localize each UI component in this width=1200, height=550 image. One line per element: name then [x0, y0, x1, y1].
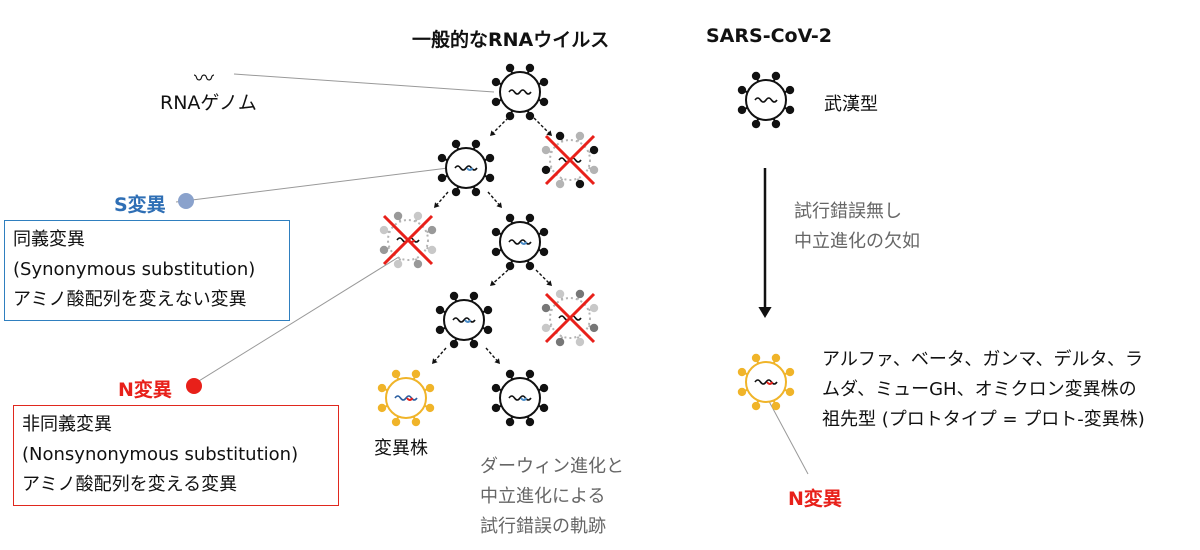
elimination-crosses: [382, 134, 596, 344]
left-title: 一般的なRNAウイルス: [412, 29, 610, 51]
synonymous-box: 同義変異 (Synonymous substitution) アミノ酸配列を変え…: [4, 220, 290, 321]
virus-gen4-survivor: [435, 291, 493, 349]
variant-label: 変異株: [374, 438, 428, 459]
arrow-caption-line1: 試行錯誤無し: [794, 201, 902, 222]
darwin-caption-line2: 中立進化による: [480, 486, 606, 507]
arrow-gen2-left: [434, 191, 449, 208]
arrow-gen4-left: [432, 347, 447, 364]
arrow-gen3-left: [490, 269, 509, 286]
right-title: SARS-CoV-2: [706, 25, 833, 47]
nonsynonymous-title: 非同義変異: [22, 414, 112, 435]
virus-root: [491, 63, 549, 121]
s-mutation-connector: [175, 167, 449, 203]
arrow-caption-line2: 中立進化の欠如: [794, 231, 920, 252]
arrow-gen3-right: [535, 269, 552, 286]
virus-gen2-survivor: [437, 139, 495, 197]
n-mutation-connector: [193, 249, 411, 385]
nonsynonymous-english: (Nonsynonymous substitution): [22, 444, 299, 465]
markers: [178, 193, 202, 394]
ancestor-line2: ムダ、ミューGH、オミクロン変異株の: [822, 379, 1137, 400]
n-mutation-right-connector: [763, 391, 809, 475]
tree-arrows: [432, 117, 772, 364]
darwin-caption: ダーウィン進化と 中立進化による 試行錯誤の軌跡: [480, 452, 624, 542]
rna-wave-icon: 〰: [194, 66, 214, 90]
arrow-gen2-right: [487, 191, 502, 208]
arrow-root-left: [490, 117, 509, 136]
genome-connector: [233, 73, 495, 93]
virus-wuhan-type: [737, 71, 795, 129]
virus-ancestor-type: [737, 353, 795, 411]
nonsynonymous-box: 非同義変異 (Nonsynonymous substitution) アミノ酸配…: [13, 405, 339, 506]
ancestor-line3: 祖先型 (プロトタイプ = プロト-変異株): [822, 409, 1145, 430]
arrow-gen4-right: [485, 347, 500, 364]
cross-gen3: [382, 214, 434, 266]
genome-label: RNAゲノム: [160, 92, 257, 114]
n-mutation-label: N変異: [118, 379, 172, 401]
synonymous-title: 同義変異: [13, 229, 85, 250]
synonymous-english: (Synonymous substitution): [13, 259, 256, 280]
n-mutation-right-label: N変異: [788, 488, 842, 510]
darwin-caption-line3: 試行錯誤の軌跡: [480, 516, 606, 537]
nonsynonymous-description: アミノ酸配列を変える変異: [22, 474, 238, 495]
s-mutation-dot: [178, 193, 194, 209]
evolution-down-arrow: [758, 168, 772, 318]
synonymous-description: アミノ酸配列を変えない変異: [13, 289, 247, 310]
arrow-caption: 試行錯誤無し 中立進化の欠如: [794, 197, 920, 257]
cross-gen2: [544, 134, 596, 186]
wuhan-label: 武漢型: [824, 94, 878, 115]
darwin-caption-line1: ダーウィン進化と: [480, 456, 624, 477]
n-mutation-dot: [186, 378, 202, 394]
s-mutation-label: S変異: [114, 194, 166, 216]
arrow-root-right: [533, 117, 552, 136]
ancestor-text: アルファ、ベータ、ガンマ、デルタ、ラ ムダ、ミューGH、オミクロン変異株の 祖先…: [822, 345, 1145, 435]
cross-gen4: [544, 292, 596, 344]
virus-gen3-survivor: [491, 213, 549, 271]
connector-lines: [175, 73, 809, 475]
ancestor-line1: アルファ、ベータ、ガンマ、デルタ、ラ: [822, 349, 1143, 370]
virus-icons: [377, 63, 795, 427]
virus-gen5-survivor: [491, 369, 549, 427]
virus-variant-strain: [377, 369, 435, 427]
